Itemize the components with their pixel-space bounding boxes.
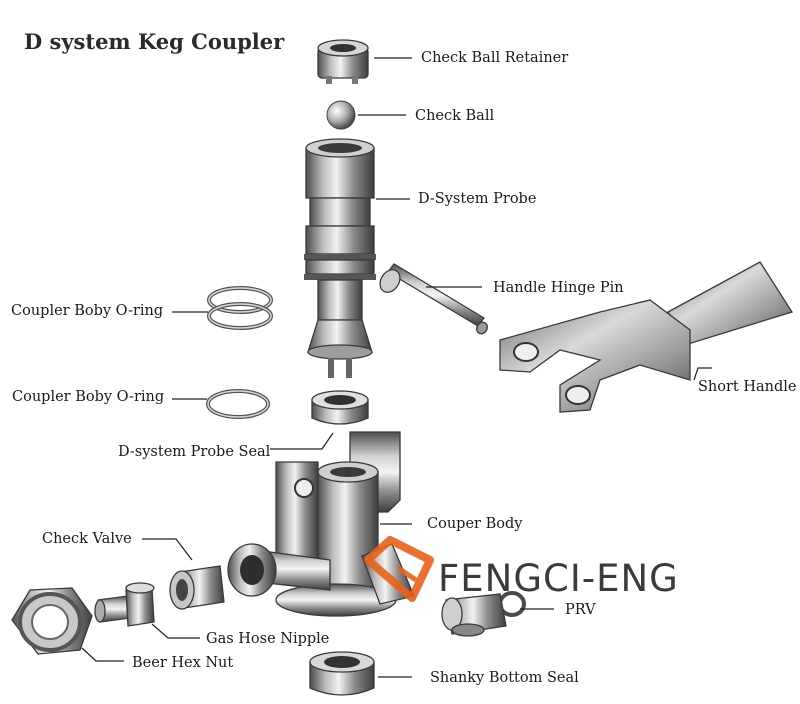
label-short-handle: Short Handle [698, 379, 797, 395]
brand-watermark: FENGCI-ENG [364, 536, 679, 602]
label-coupler-body-oring-1: Coupler Boby O-ring [11, 303, 163, 319]
handle-hinge-pin-part [379, 263, 488, 335]
d-system-probe-seal-part [311, 390, 369, 425]
diagram-title: D system Keg Coupler [24, 29, 285, 54]
label-handle-hinge-pin: Handle Hinge Pin [493, 280, 624, 296]
brand-logo-icon [364, 536, 434, 602]
coupler-body-oring-double-part [207, 286, 273, 330]
beer-hex-nut-part [11, 587, 93, 655]
check-ball-retainer-part [317, 39, 369, 84]
label-prv: PRV [565, 602, 596, 618]
coupler-body-oring-single-part [206, 389, 270, 419]
label-d-system-probe: D-System Probe [418, 191, 536, 207]
label-check-ball-retainer: Check Ball Retainer [421, 50, 568, 66]
label-shanky-bottom-seal: Shanky Bottom Seal [430, 670, 579, 686]
label-coupler-body-oring-2: Coupler Boby O-ring [12, 389, 164, 405]
label-gas-hose-nipple: Gas Hose Nipple [206, 631, 329, 647]
label-beer-hex-nut: Beer Hex Nut [132, 655, 233, 671]
check-ball-part [326, 100, 356, 130]
beer-outlet-tube-part [227, 543, 331, 597]
short-handle-part [499, 261, 794, 413]
brand-text: FENGCI-ENG [438, 557, 679, 600]
label-check-valve: Check Valve [42, 531, 132, 547]
prv-part [441, 591, 526, 637]
label-couper-body: Couper Body [427, 516, 523, 532]
gas-hose-nipple-part [94, 582, 155, 627]
d-system-probe-part [304, 138, 376, 378]
label-check-ball: Check Ball [415, 108, 494, 124]
shanky-bottom-seal-part [309, 651, 375, 696]
label-d-system-probe-seal: D-system Probe Seal [118, 444, 271, 460]
couper-body-part [275, 431, 401, 617]
check-valve-part [169, 565, 225, 610]
